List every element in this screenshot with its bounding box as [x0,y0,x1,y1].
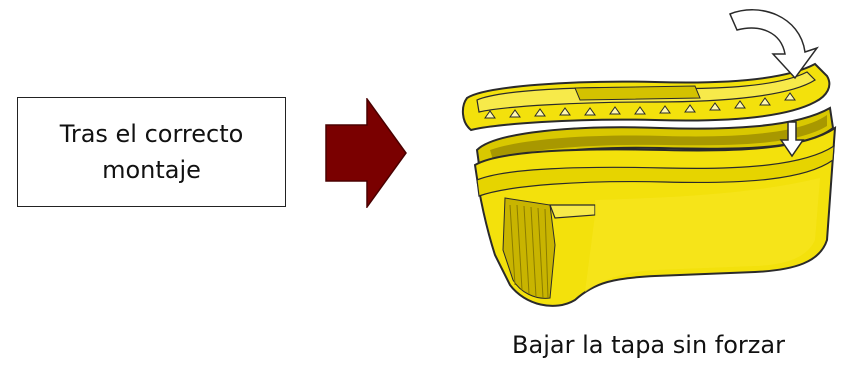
caption: Bajar la tapa sin forzar [512,331,785,359]
rib-lines [509,204,549,299]
curved-arrow-icon [729,9,819,80]
container-front-face [585,178,820,292]
down-arrow-icon [779,121,805,158]
container-band [476,144,835,197]
lid-teeth [484,92,796,119]
right-arrow-shape [325,98,407,208]
step-label-box: Tras el correcto montaje [17,97,286,207]
sharps-container-illustration [461,9,837,307]
container-inner [490,115,827,160]
right-arrow-icon [325,98,407,208]
lid-opening [574,85,701,101]
step-label-text: Tras el correcto montaje [59,120,244,184]
container-handle [549,204,596,219]
